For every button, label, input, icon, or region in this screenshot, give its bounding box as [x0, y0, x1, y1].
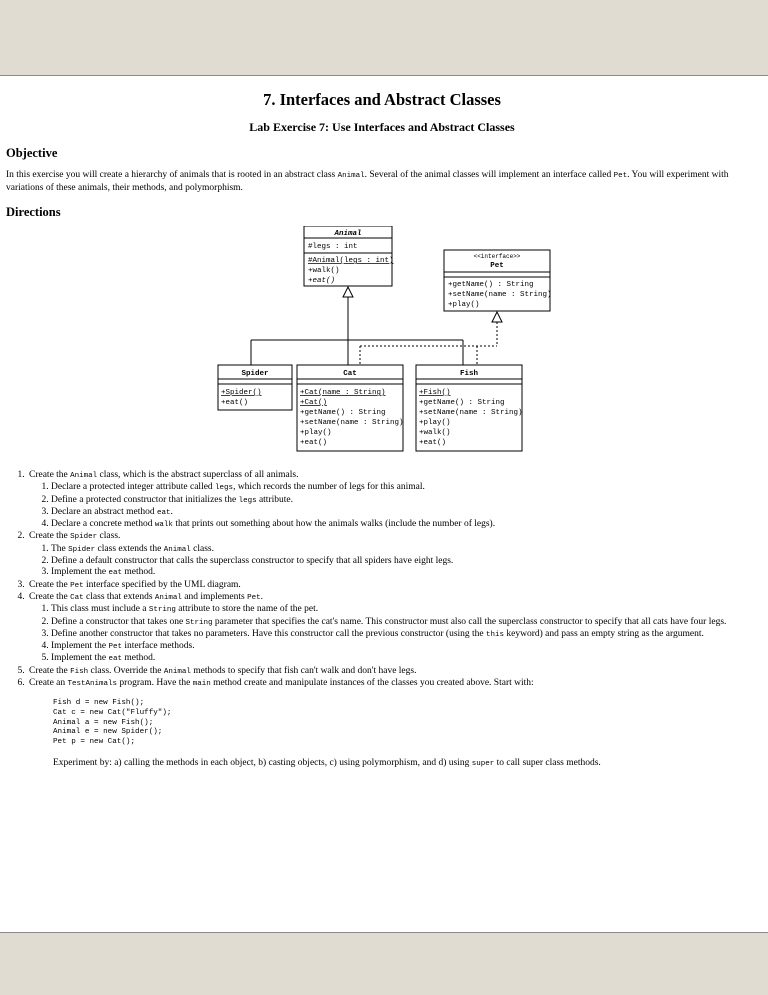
step-1: Create the Animal class, which is the ab…	[27, 470, 758, 531]
directions-heading: Directions	[6, 205, 61, 219]
code-line: Cat c = new Cat("Fluffy");	[53, 708, 172, 717]
chapter-title: 7. Interfaces and Abstract Classes	[263, 90, 501, 109]
uml-diagram: Animal #legs : int #Animal(legs : int) +…	[6, 226, 758, 466]
objective-heading: Objective	[6, 146, 58, 160]
uml-interface-pet: <<interface>> Pet +getName() : String +s…	[443, 249, 552, 312]
fish-method-getname: +getName() : String	[419, 399, 505, 407]
cat-class-name: Cat	[343, 370, 357, 378]
spider-class-name: Spider	[241, 370, 268, 378]
spider-method-eat: +eat()	[221, 399, 248, 407]
cat-constructor-name: +Cat(name : String)	[300, 389, 386, 397]
inheritance-connector	[250, 285, 464, 365]
pet-method-setname: +setName(name : String)	[448, 291, 552, 299]
directions-list: Create the Animal class, which is the ab…	[6, 470, 758, 770]
fish-method-walk: +walk()	[419, 429, 451, 437]
step-2-1: The Spider class extends the Animal clas…	[51, 544, 758, 556]
uml-class-fish: Fish +Fish() +getName() : String +setNam…	[415, 364, 523, 452]
step-2-substeps: The Spider class extends the Animal clas…	[29, 544, 758, 580]
cat-method-getname: +getName() : String	[300, 409, 386, 417]
pet-stereotype: <<interface>>	[474, 253, 521, 260]
cat-method-play: +play()	[300, 429, 332, 437]
realization-connector	[359, 310, 503, 365]
step-1-2: Define a protected constructor that init…	[51, 495, 758, 507]
step-1-4: Declare a concrete method walk that prin…	[51, 519, 758, 531]
pet-interface-name: Pet	[490, 262, 504, 270]
step-1-3: Declare an abstract method eat.	[51, 507, 758, 519]
top-band	[0, 0, 768, 76]
fish-constructor: +Fish()	[419, 389, 451, 397]
step-1-1: Declare a protected integer attribute ca…	[51, 482, 758, 494]
code-line: Animal a = new Fish();	[53, 718, 154, 727]
step-2-2: Define a default constructor that calls …	[51, 556, 758, 567]
code-line: Fish d = new Fish();	[53, 699, 145, 708]
cat-method-eat: +eat()	[300, 439, 327, 447]
step-4-substeps: This class must include a String attribu…	[29, 604, 758, 665]
animal-attr-legs: #legs : int	[308, 243, 358, 251]
animal-constructor: #Animal(legs : int)	[308, 257, 394, 265]
uml-class-spider: Spider +Spider() +eat()	[217, 364, 293, 411]
fish-method-eat: +eat()	[419, 439, 446, 447]
bottom-band	[0, 932, 768, 995]
fish-class-name: Fish	[460, 370, 479, 378]
step-6: Create an TestAnimals program. Have the …	[27, 678, 758, 770]
pet-method-play: +play()	[448, 301, 480, 309]
lab-title: Lab Exercise 7: Use Interfaces and Abstr…	[249, 120, 515, 134]
step-4-4: Implement the Pet interface methods.	[51, 641, 758, 653]
step-5: Create the Fish class. Override the Anim…	[27, 666, 758, 678]
experiment-text: Experiment by: a) calling the methods in…	[53, 758, 601, 769]
cat-method-setname: +setName(name : String)	[300, 419, 404, 427]
document-body: 7. Interfaces and Abstract Classes Lab E…	[6, 76, 758, 770]
fish-method-play: +play()	[419, 419, 451, 427]
step-4-1: This class must include a String attribu…	[51, 604, 758, 616]
step-4: Create the Cat class that extends Animal…	[27, 592, 758, 666]
uml-class-animal: Animal #legs : int #Animal(legs : int) +…	[303, 226, 394, 287]
uml-class-diagram: Animal #legs : int #Animal(legs : int) +…	[217, 226, 552, 452]
spider-constructor: +Spider()	[221, 389, 262, 397]
objective-text: In this exercise you will create a hiera…	[6, 170, 729, 193]
code-line: Animal e = new Spider();	[53, 728, 163, 737]
step-4-2: Define a constructor that takes one Stri…	[51, 617, 758, 629]
step-1-substeps: Declare a protected integer attribute ca…	[29, 482, 758, 531]
animal-method-eat: +eat()	[308, 277, 335, 285]
step-4-5: Implement the eat method.	[51, 653, 758, 665]
fish-method-setname: +setName(name : String)	[419, 409, 523, 417]
step-2: Create the Spider class. The Spider clas…	[27, 531, 758, 579]
cat-constructor-default: +Cat()	[300, 399, 327, 407]
step-2-3: Implement the eat method.	[51, 567, 758, 579]
step-4-3: Define another constructor that takes no…	[51, 629, 758, 641]
uml-class-cat: Cat +Cat(name : String) +Cat() +getName(…	[296, 364, 404, 452]
code-line: Pet p = new Cat();	[53, 737, 136, 746]
pet-method-getname: +getName() : String	[448, 281, 534, 289]
step-3: Create the Pet interface specified by th…	[27, 580, 758, 592]
code-sample: Fish d = new Fish(); Cat c = new Cat("Fl…	[53, 699, 758, 747]
animal-class-name: Animal	[333, 230, 361, 238]
animal-method-walk: +walk()	[308, 267, 340, 275]
